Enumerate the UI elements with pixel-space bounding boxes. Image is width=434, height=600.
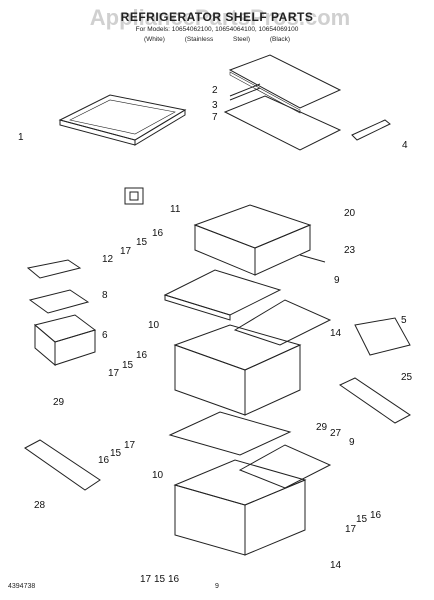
diagram-title: REFRIGERATOR SHELF PARTS (120, 10, 314, 24)
callout-label: 5 (401, 315, 407, 326)
page-number: 9 (215, 583, 219, 590)
callout-label: 14 (330, 328, 342, 339)
part-28-slide-rail (24, 439, 101, 491)
model-list: For Models: 10654062100, 10654064100, 10… (135, 26, 299, 33)
callout-label: 16 (168, 574, 180, 585)
doc-number: 4394738 (8, 583, 36, 590)
callout-label: 16 (370, 510, 382, 521)
callout-label: 10 (148, 320, 160, 331)
callout-label: 12 (102, 254, 114, 265)
callout-label: 2 (212, 85, 218, 96)
callout-label: 17 (124, 440, 136, 451)
callout-label: 16 (98, 455, 110, 466)
callout-label: 20 (344, 208, 356, 219)
part-14-lower-pan (173, 459, 307, 556)
callout-label: 17 (120, 246, 132, 257)
callout-label: 17 (108, 368, 120, 379)
callout-label: 29 (53, 397, 65, 408)
callout-label: 15 (136, 237, 148, 248)
part-9-lower-frame (238, 444, 332, 489)
callout-label: 7 (212, 112, 218, 123)
part-10-crisper-cover (163, 269, 282, 321)
callout-labels: 1 2 3 7 4 11 20 23 17 15 16 12 8 9 10 14… (18, 85, 413, 585)
callout-label: 11 (170, 204, 181, 215)
callout-label: 16 (152, 228, 164, 239)
watermark: AppliancePartsPros.com (89, 5, 351, 30)
callout-label: 16 (136, 350, 148, 361)
callout-label: 1 (18, 132, 24, 143)
part-6-dairy-bin (33, 314, 97, 367)
callout-label: 29 (316, 422, 328, 433)
callout-label: 10 (152, 470, 164, 481)
callout-label: 9 (334, 275, 340, 286)
callout-label: 6 (102, 330, 108, 341)
color-variants: (White) (Stainless Steel) (Black) (143, 36, 291, 43)
part-20-crisper-pan (193, 204, 312, 276)
part-23-rod (299, 254, 326, 263)
callout-label: 15 (356, 514, 368, 525)
part-2-glass-panel (228, 54, 342, 114)
part-1-shelf (58, 94, 187, 146)
callout-label: 9 (349, 437, 355, 448)
part-12-dairy-lid (26, 259, 82, 279)
callout-label: 14 (330, 560, 342, 571)
part-5-support (354, 317, 411, 356)
callout-label: 17 (345, 524, 357, 535)
callout-label: 15 (122, 360, 134, 371)
part-9-cover-frame (233, 299, 332, 346)
part-8-egg-tray (28, 289, 90, 314)
callout-label: 15 (110, 448, 122, 459)
part-10-lower-cover (168, 411, 292, 456)
callout-label: 25 (401, 372, 413, 383)
callout-label: 27 (330, 428, 342, 439)
callout-label: 3 (212, 100, 218, 111)
callout-label: 15 (154, 574, 166, 585)
part-14-crisper-pan (173, 324, 302, 416)
callout-label: 17 (140, 574, 152, 585)
part-4-rail (351, 119, 391, 141)
part-25-slide-rail (338, 377, 411, 424)
callout-label: 8 (102, 290, 108, 301)
callout-label: 23 (344, 245, 356, 256)
callout-label: 4 (402, 140, 408, 151)
callout-label: 28 (34, 500, 46, 511)
part-11-bracket (124, 187, 144, 205)
part-7-shelf-frame (223, 83, 342, 151)
